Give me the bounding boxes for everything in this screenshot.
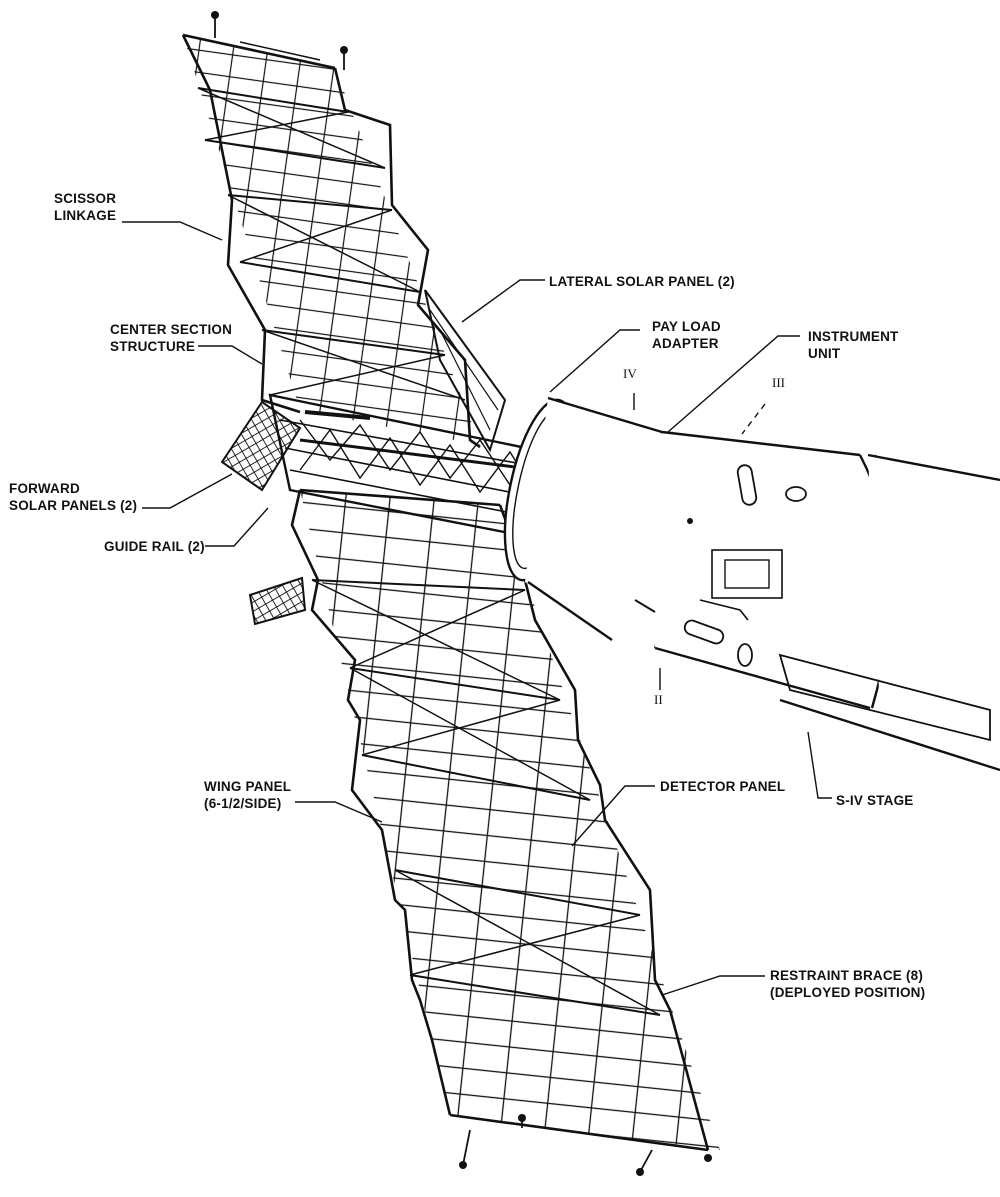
position-marker-iv: IV [623, 366, 637, 381]
upper-wing-panel-assembly [181, 11, 481, 449]
detector-panel-label: DETECTOR PANEL [660, 779, 786, 794]
s-iv-stage-label: S-IV STAGE [836, 793, 914, 808]
lateral-solar-panel-drawing [424, 289, 507, 453]
instrument-unit-label: INSTRUMENT UNIT [808, 329, 899, 361]
guide-rail-label: GUIDE RAIL (2) [104, 539, 205, 554]
lateral-solar-panel-label: LATERAL SOLAR PANEL (2) [549, 274, 735, 289]
forward-solar-panels-drawing [220, 400, 307, 626]
position-marker-iii: III [772, 375, 785, 390]
wing-panel-label: WING PANEL (6-1/2/SIDE) [204, 779, 292, 811]
lower-wing-panel-assembly [290, 488, 720, 1176]
position-marker-ii: II [654, 692, 663, 707]
forward-solar-panels-label: FORWARD SOLAR PANELS (2) [9, 481, 138, 513]
pay-load-adapter-label: PAY LOAD ADAPTER [652, 319, 721, 351]
restraint-brace-label: RESTRAINT BRACE (8) (DEPLOYED POSITION) [770, 968, 926, 1000]
label-leader-lines [122, 221, 832, 996]
rocket-stage-body [503, 396, 1000, 772]
center-section-structure-label: CENTER SECTION STRUCTURE [110, 322, 233, 354]
scissor-linkage-label: SCISSOR LINKAGE [54, 191, 117, 223]
